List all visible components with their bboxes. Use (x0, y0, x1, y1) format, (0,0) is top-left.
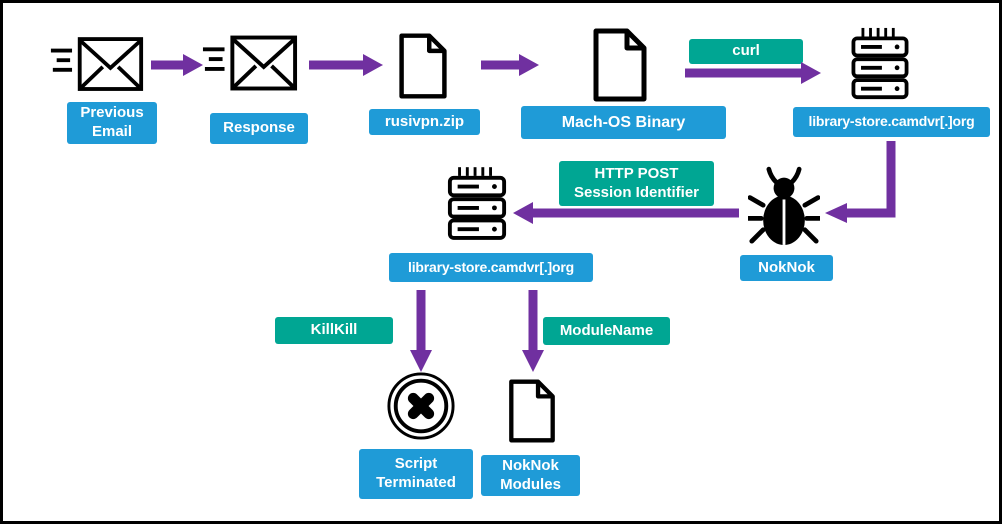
edge-label-curl: curl (689, 39, 803, 64)
node-label-library-store-1: library-store.camdvr[.]org (793, 107, 990, 137)
server-icon (446, 165, 508, 243)
email-icon (49, 33, 145, 97)
node-label-rusivpn-zip: rusivpn.zip (369, 109, 480, 135)
edge-label-modulename: ModuleName (543, 317, 670, 345)
node-label-script-terminated: Script Terminated (359, 449, 473, 499)
server-icon (849, 27, 911, 101)
node-label-mach-os-binary: Mach-OS Binary (521, 106, 726, 139)
node-label-noknok: NokNok (740, 255, 833, 281)
edge-label-killkill: KillKill (275, 317, 393, 344)
arrow-response-to-rusivpn (309, 54, 383, 76)
circle-x-icon (386, 371, 456, 441)
node-label-noknok-modules: NokNok Modules (481, 455, 580, 496)
arrow-library-store-to-noknok-modules (522, 290, 544, 372)
arrow-previous-email-to-response (151, 54, 203, 76)
arrow-library-store-to-script-terminated (410, 290, 432, 372)
node-label-previous-email: Previous Email (67, 102, 157, 144)
document-icon (397, 33, 449, 99)
edge-label-http-post: HTTP POST Session Identifier (559, 161, 714, 206)
document-icon (591, 27, 649, 103)
document-icon (507, 379, 557, 443)
arrow-rusivpn-to-machos (481, 54, 539, 76)
email-icon (201, 31, 299, 97)
node-label-library-store-2: library-store.camdvr[.]org (389, 253, 593, 282)
arrow-noknok-to-library-store (513, 202, 739, 224)
bug-icon (748, 166, 820, 250)
arrow-library-store-to-noknok (825, 141, 896, 223)
node-label-response: Response (210, 113, 308, 144)
arrow-machos-to-library-store (685, 62, 821, 84)
